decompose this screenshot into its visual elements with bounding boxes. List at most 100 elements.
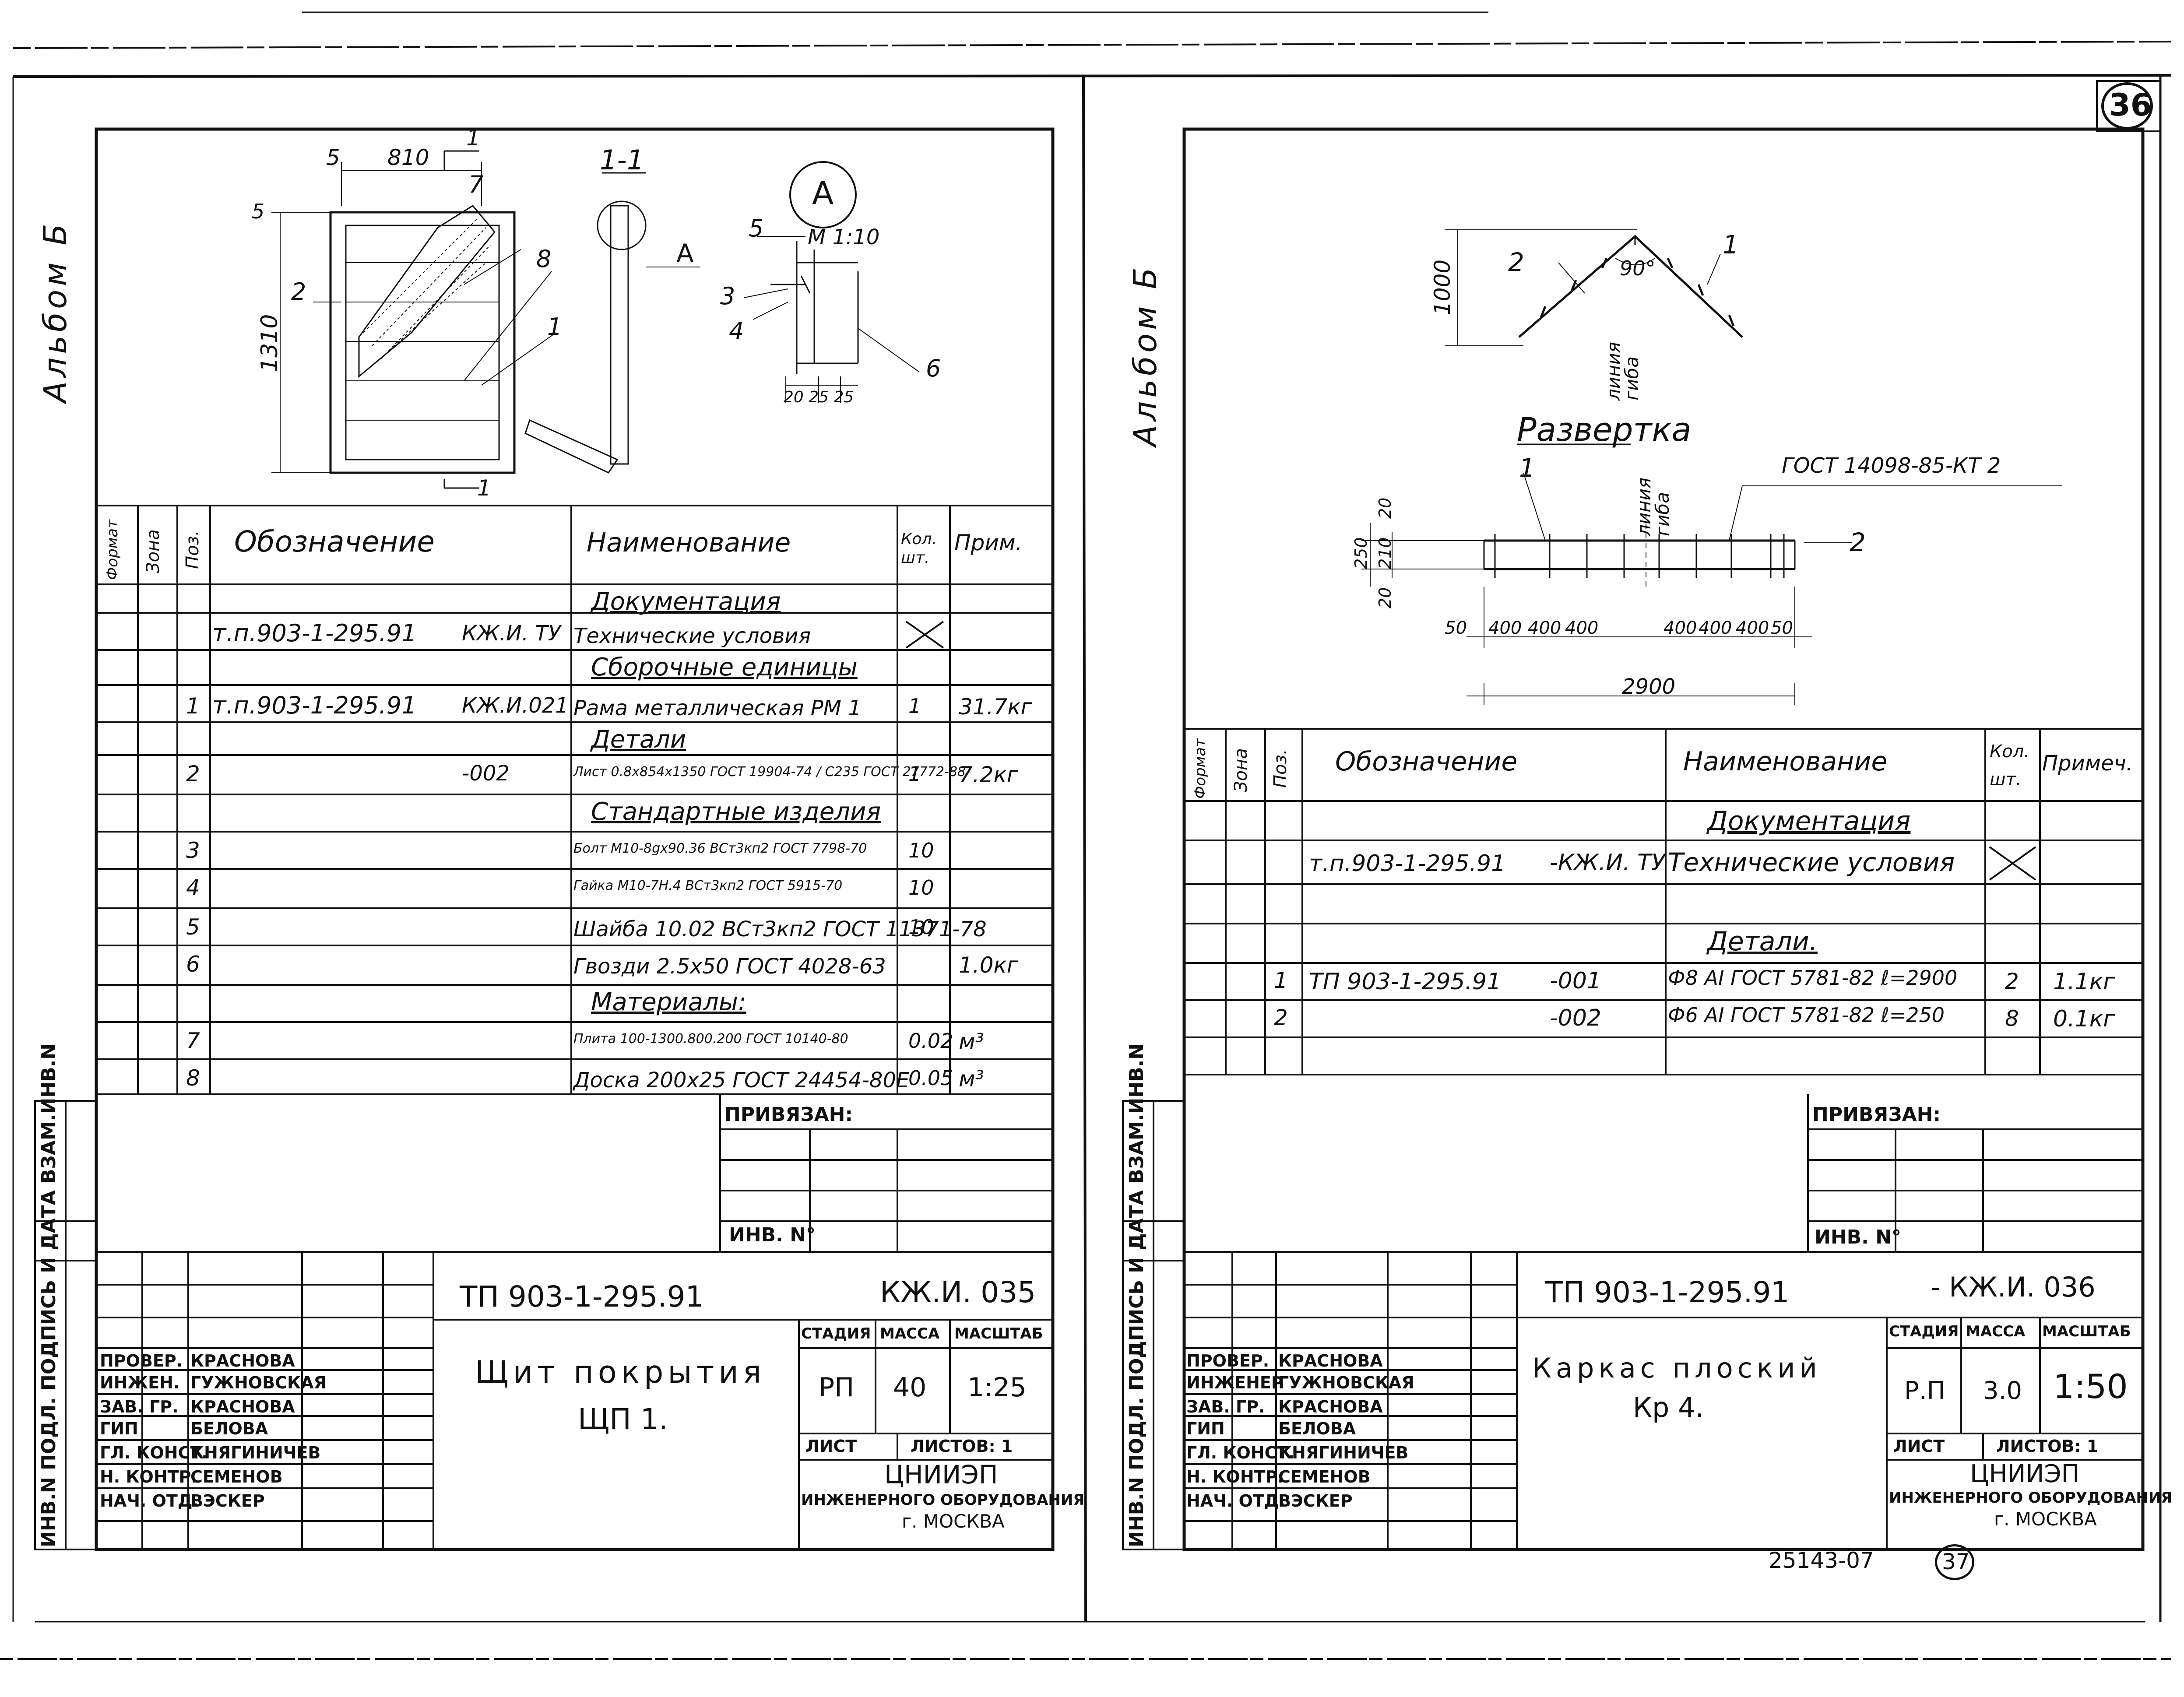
tb-scale-left: 1:25 xyxy=(967,1372,1027,1403)
spec-r-h-qty: Кол. шт. xyxy=(1990,741,2030,790)
spec-section-heading: Документация xyxy=(591,587,781,616)
footer-circle-number: 37 xyxy=(1942,1549,1970,1574)
spec-row-name: Гайка М10-7Н.4 ВСт3кп2 ГОСТ 5915-70 xyxy=(573,878,843,893)
signatory-role: ИНЖЕН. xyxy=(100,1373,180,1392)
spec-row-code: КЖ.И. ТУ xyxy=(462,621,561,646)
dim-v-210: 210 xyxy=(1375,537,1395,569)
node-dims: 20 25 25 xyxy=(784,388,854,406)
callout-2: 2 xyxy=(291,278,306,306)
spec-row-name: Гвозди 2.5х50 ГОСТ 4028-63 xyxy=(573,954,886,979)
spec-row-qty: 1 xyxy=(908,762,921,786)
spec-row-qty: 10 xyxy=(908,915,934,939)
callout-1: 1 xyxy=(547,313,563,341)
privyazan-right: ПРИВЯЗАН: xyxy=(1812,1103,1941,1126)
tb-stage-h-left: СТАДИЯ xyxy=(801,1325,871,1342)
spec-row-pos: 2 xyxy=(186,761,200,787)
unfold-title: Развертка xyxy=(1517,411,1692,449)
tb-org-left: ЦНИИЭП xyxy=(884,1460,998,1490)
tb-scale-right: 1:50 xyxy=(2053,1367,2128,1406)
dim-bottom: 400 xyxy=(1736,618,1769,638)
tb-title-left: Щит покрытия xyxy=(475,1354,766,1390)
spec-row-pos: 4 xyxy=(186,875,200,900)
fold-line-unfold: линия гиба xyxy=(1633,477,1673,536)
spec-h-pos: Поз. xyxy=(183,530,203,569)
signatory-name: ГУЖНОВСКАЯ xyxy=(1278,1373,1414,1392)
signatory-name: ВЭСКЕР xyxy=(1278,1491,1353,1511)
spec-row-code: -002 xyxy=(462,761,510,786)
spec-r-row-code: -КЖ.И. ТУ xyxy=(1550,850,1665,876)
callout-r-1: 1 xyxy=(1723,230,1739,260)
tb-stage-left: РП xyxy=(819,1372,855,1403)
spec-row-name: Технические условия xyxy=(573,624,811,648)
dim-bottom: 400 xyxy=(1565,618,1599,638)
spec-r-h-zone: Зона xyxy=(1231,748,1251,792)
spec-r-row-qty: 8 xyxy=(2005,1006,2019,1031)
spec-row-note: м³ xyxy=(959,1066,984,1092)
spec-r-row-pos: 2 xyxy=(1274,1005,1288,1030)
callout-7: 7 xyxy=(468,171,484,198)
page-number: 36 xyxy=(2109,87,2152,123)
spec-row-pos: 7 xyxy=(186,1028,200,1054)
spec-row-qty: 10 xyxy=(908,876,934,899)
spec-row-note: 31.7кг xyxy=(959,694,1032,720)
callout-r-2b: 2 xyxy=(1850,527,1866,557)
signatory-name: КНЯГИНИЧЕВ xyxy=(190,1443,321,1462)
signatory-name: БЕЛОВА xyxy=(190,1419,268,1438)
page-number-circle xyxy=(2101,82,2153,130)
spec-r-h-designation: Обозначение xyxy=(1335,746,1518,777)
spec-r-row-designation: т.п.903-1-295.91 xyxy=(1309,850,1506,877)
section-mark-bottom: 1 xyxy=(477,475,491,501)
tb-code-left: ТП 903-1-295.91 xyxy=(460,1280,704,1314)
node-mark: А xyxy=(812,175,834,211)
tb-sheet-h-left: ЛИСТ xyxy=(805,1437,857,1456)
signatory-role: Н. КОНТР. xyxy=(100,1467,197,1486)
spec-h-zone: Зона xyxy=(143,529,163,573)
callout-5: 5 xyxy=(749,214,764,242)
tb-stage-h-right: СТАДИЯ xyxy=(1889,1323,1959,1340)
signatory-name: СЕМЕНОВ xyxy=(1278,1467,1371,1486)
dim-bottom: 50 xyxy=(1445,618,1467,638)
signatory-name: ВЭСКЕР xyxy=(190,1491,265,1511)
spec-section-heading: Детали xyxy=(591,725,686,754)
callout-8: 8 xyxy=(536,245,552,273)
tb-subtitle-left: ЩП 1. xyxy=(578,1402,668,1436)
tb-org2-right: ИНЖЕНЕРНОГО ОБОРУДОВАНИЯ xyxy=(1889,1489,2173,1507)
dim-bottom: 400 xyxy=(1699,618,1732,638)
vertical-stamp-right: ИНВ.N ПОДЛ. ПОДПИСЬ И ДАТА ВЗАМ.ИНВ.N xyxy=(1125,1043,1148,1547)
spec-section-heading: Материалы: xyxy=(591,988,746,1016)
dim-5-top: 5 xyxy=(326,145,340,170)
spec-r-row-code: -002 xyxy=(1550,1005,1602,1031)
spec-r-row-name: Технические условия xyxy=(1668,847,1955,877)
spec-r-h-name: Наименование xyxy=(1683,746,1888,777)
tb-mass-left: 40 xyxy=(893,1372,927,1403)
spec-row-name: Лист 0.8х854х1350 ГОСТ 19904-74 / С235 Г… xyxy=(573,764,966,780)
dim-total: 2900 xyxy=(1622,675,1676,699)
dim-1000: 1000 xyxy=(1430,259,1455,315)
signatory-role: ЗАВ. ГР. xyxy=(1186,1397,1265,1416)
signatory-role: НАЧ. ОТД. xyxy=(1186,1491,1286,1511)
signatory-name: КРАСНОВА xyxy=(1278,1397,1383,1416)
signatory-role: ПРОВЕР. xyxy=(100,1351,183,1370)
spec-r-row-code: -001 xyxy=(1550,968,1602,994)
spec-row-designation: т.п.903-1-295.91 xyxy=(212,619,417,647)
spec-row-pos: 8 xyxy=(186,1065,200,1091)
spec-row-name: Болт М10-8gх90.36 ВСт3кп2 ГОСТ 7798-70 xyxy=(573,841,867,856)
spec-h-note: Прим. xyxy=(954,530,1023,555)
signatory-name: БЕЛОВА xyxy=(1278,1419,1356,1438)
signatory-role: ГИП xyxy=(1186,1419,1225,1438)
tb-city-right: г. МОСКВА xyxy=(1994,1508,2097,1530)
spec-row-qty: 0.02 xyxy=(908,1029,953,1053)
tb-sheet-h-right: ЛИСТ xyxy=(1893,1437,1945,1456)
section-title: 1-1 xyxy=(600,144,644,176)
vertical-stamp-left: ИНВ.N ПОДЛ. ПОДПИСЬ И ДАТА ВЗАМ.ИНВ.N xyxy=(38,1043,60,1547)
spec-r-row-qty: 2 xyxy=(2005,969,2019,994)
dim-810: 810 xyxy=(387,145,429,170)
tb-mass-right: 3.0 xyxy=(1983,1377,2022,1405)
tb-sheets-h-left: ЛИСТОВ: 1 xyxy=(911,1437,1013,1456)
gost-note: ГОСТ 14098-85-КТ 2 xyxy=(1782,453,2001,478)
spec-r-row-pos: 1 xyxy=(1274,968,1288,993)
album-label-left: Альбом Б xyxy=(37,220,74,403)
signatory-role: ГЛ. КОНСТ. xyxy=(1186,1443,1294,1462)
privyazan-left: ПРИВЯЗАН: xyxy=(724,1103,853,1126)
tb-code-right: ТП 903-1-295.91 xyxy=(1545,1275,1790,1309)
